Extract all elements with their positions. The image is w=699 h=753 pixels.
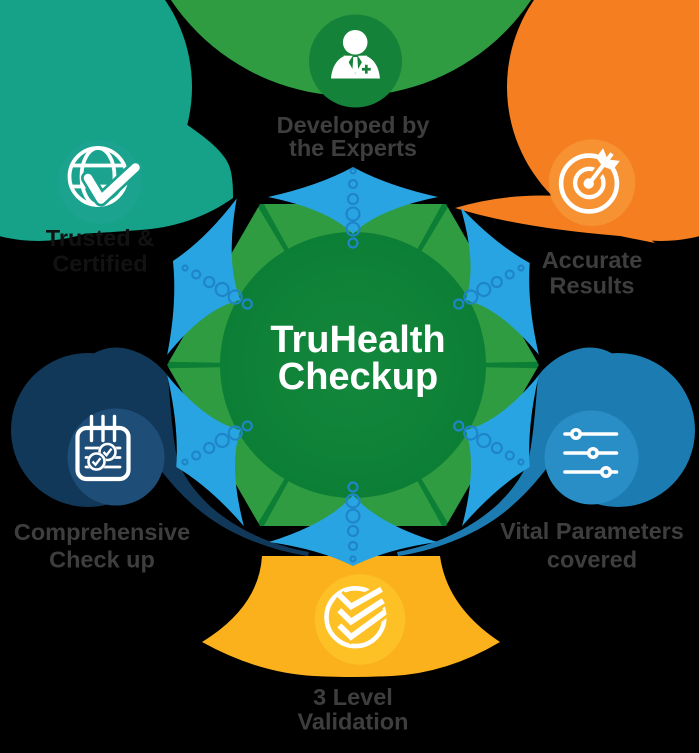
svg-text:covered: covered bbox=[547, 547, 637, 573]
svg-text:TruHealth: TruHealth bbox=[270, 319, 445, 361]
svg-text:Trusted &: Trusted & bbox=[46, 225, 154, 251]
svg-text:Vital Parameters: Vital Parameters bbox=[500, 518, 684, 544]
svg-text:Check up: Check up bbox=[49, 547, 155, 573]
svg-text:Certified: Certified bbox=[52, 251, 147, 277]
svg-text:Checkup: Checkup bbox=[278, 356, 438, 398]
svg-text:Results: Results bbox=[550, 273, 635, 299]
svg-text:3 Level: 3 Level bbox=[313, 684, 393, 710]
svg-text:Developed by: Developed by bbox=[277, 112, 430, 138]
svg-text:Accurate: Accurate bbox=[542, 247, 643, 273]
svg-text:the Experts: the Experts bbox=[289, 135, 417, 161]
svg-text:Comprehensive: Comprehensive bbox=[14, 519, 190, 545]
svg-text:Validation: Validation bbox=[298, 709, 409, 735]
